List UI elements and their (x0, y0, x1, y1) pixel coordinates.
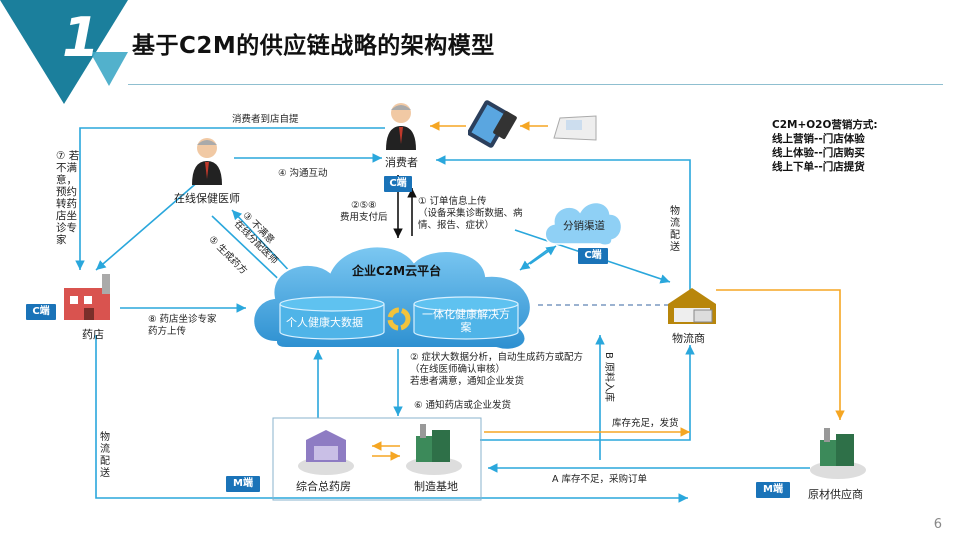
warehouse-m-badge: M端 (226, 476, 260, 492)
legend-item: 线上体验--门店购买 (772, 147, 865, 159)
pharmacy-building-icon (64, 274, 110, 320)
warehouse-label: 综合总药房 (296, 480, 351, 493)
supplier-m-badge: M端 (756, 482, 790, 498)
label-interaction: ④ 沟通互动 (278, 168, 328, 179)
health-data-cylinder (279, 296, 385, 340)
header-decoration (0, 0, 128, 104)
blood-pressure-monitor-icon (553, 115, 597, 141)
label-order-upload: ① 订单信息上传 （设备采集诊断数据、病 情、报告、症状） (418, 196, 523, 231)
page-title: 基于C2M的供应链战略的架构模型 (132, 33, 495, 59)
arrow-prescription (211, 215, 291, 291)
label-stock-ok: 库存充足，发货 (612, 418, 679, 429)
logistics-label: 物流商 (672, 332, 705, 345)
arrow-dissatisfied (231, 209, 297, 279)
label-raw-in: B 原料入库 (603, 352, 614, 403)
distribution-cloud (544, 201, 623, 246)
tablet-phone-icon (468, 100, 517, 148)
pharmacy-label: 药店 (82, 328, 104, 341)
manufacturing-box (272, 417, 482, 501)
arrow-logistics-to-consumer (436, 155, 691, 290)
arrow-distribution-platform (519, 247, 551, 271)
pharmacy-c-badge: C端 (26, 304, 56, 320)
distribution-label: 分销渠道 (563, 220, 605, 232)
distribution-c-badge: C端 (578, 248, 608, 264)
arrow-factory-logistics (480, 345, 695, 441)
label-pharmacy-upload: ⑧ 药店坐诊专家 药方上传 (148, 314, 217, 337)
label-analysis: ② 症状大数据分析，自动生成药方或配方 （在线医师确认审核） 若患者满意，通知企… (410, 352, 584, 387)
arrow-logistics-supplier (716, 289, 845, 420)
supplier-label: 原材供应商 (808, 488, 863, 501)
label-logistics-delivery-left: 物流配送 (100, 432, 110, 479)
legend-item: 线上下单--门店提货 (772, 161, 865, 173)
solution-label: 一体化健康解决方案 (422, 308, 510, 334)
health-data-label: 个人健康大数据 (286, 316, 363, 329)
slide-section-number: 1 (62, 6, 100, 69)
solution-cylinder (413, 296, 519, 340)
consumer-person-icon (386, 103, 416, 150)
doctor-label: 在线保健医师 (174, 192, 240, 205)
supplier-icon (810, 428, 866, 479)
title-divider (128, 84, 943, 85)
label-pay: ②⑤⑧ 费用支付后 (340, 200, 388, 223)
platform-label: 企业C2M云平台 (352, 264, 442, 278)
legend-item: 线上营销--门店体验 (772, 133, 865, 145)
label-logistics-delivery-right: 物流配送 (670, 206, 680, 253)
arrow-self-pickup (75, 127, 385, 270)
marketing-legend: C2M+O2O营销方式: 线上营销--门店体验 线上体验--门店购买 线上下单-… (772, 118, 878, 174)
arrow-pharmacy-delivery (95, 335, 688, 503)
consumer-label: 消费者 (385, 156, 418, 169)
factory-label: 制造基地 (414, 480, 458, 493)
label-notify: ⑥ 通知药店或企业发货 (414, 400, 512, 411)
arrow-referral (95, 179, 201, 271)
doctor-person-icon (192, 138, 222, 185)
page-number: 6 (933, 517, 942, 532)
legend-heading: C2M+O2O营销方式: (772, 119, 878, 131)
factory-icon (406, 424, 462, 475)
consumer-c-badge: C端 (384, 176, 412, 192)
label-referral: ⑦ 若不满意，预约转药店坐诊专家 (56, 150, 80, 246)
cycle-icon (387, 307, 411, 331)
warehouse-icon (298, 430, 354, 475)
label-self-pickup: 消费者到店自提 (232, 114, 299, 125)
label-stock-low: A 库存不足，采购订单 (552, 474, 648, 485)
logistics-warehouse-icon (668, 288, 716, 324)
